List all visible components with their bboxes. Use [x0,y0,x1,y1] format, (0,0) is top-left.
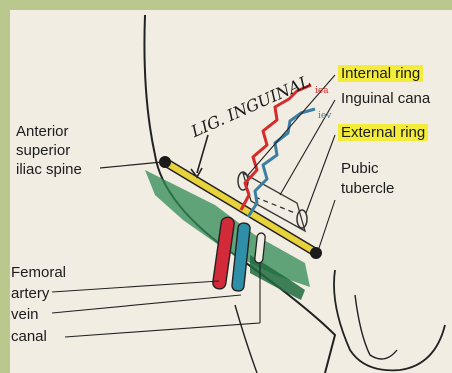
external-ring-label: External ring [338,124,428,141]
vein-pointer [52,295,241,313]
diagram-canvas: LIG. INGUINAL iea iev Anterior superior … [10,10,452,373]
asis-label-line-1: Anterior [16,123,69,140]
thigh-outline [235,305,257,373]
pubic-tubercle-dot [310,247,322,259]
external-ring-pointer [306,135,335,213]
pubic-tubercle-pointer [319,200,335,248]
asis-label-line-2: superior [16,142,70,159]
canal-label: canal [11,328,47,345]
iea-label: iea [315,86,329,96]
vein-label: vein [11,306,39,323]
canal-dashes [255,197,295,213]
asis-pointer [100,162,162,168]
asis-label-line-3: iliac spine [16,161,82,178]
pubic-tubercle-label-line-1: Pubic [341,160,379,177]
ligament-arrow [197,135,208,173]
internal-ring-label: Internal ring [338,65,423,82]
penis-outline [355,295,397,359]
femoral-label: Femoral [11,264,66,281]
artery-pointer [52,281,219,292]
inguinal-canal-label: Inguinal cana [341,90,430,107]
iev-label: iev [318,111,331,121]
scrotum-outline [334,270,445,370]
artery-label: artery [11,285,49,302]
pubic-tubercle-label-line-2: tubercle [341,180,394,197]
canal-pointer-h [65,323,260,337]
